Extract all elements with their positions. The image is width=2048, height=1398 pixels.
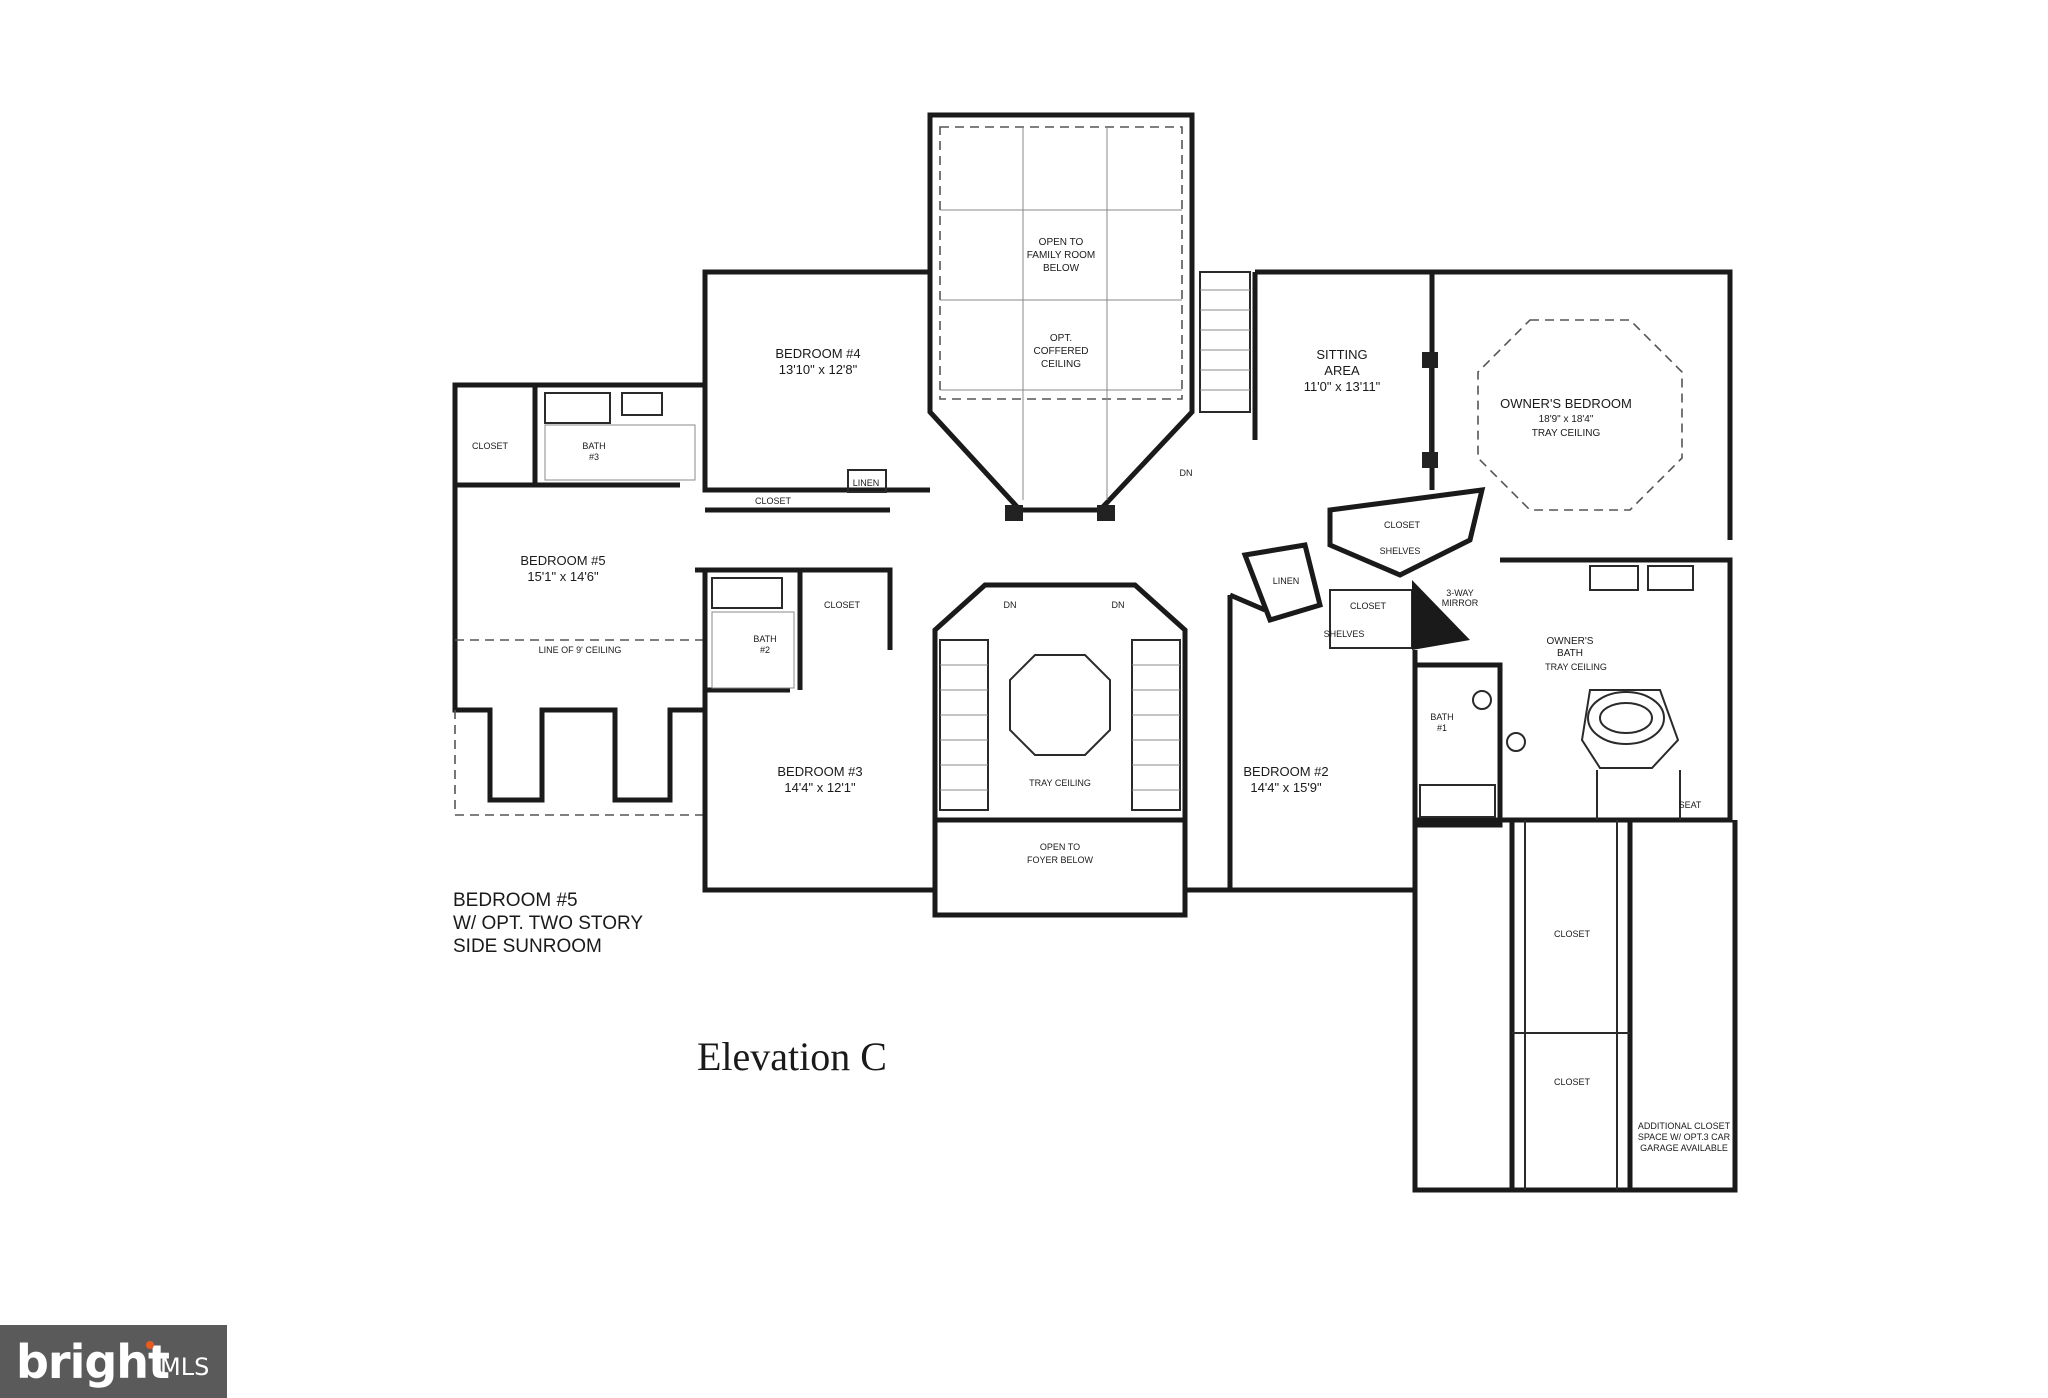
- bedroom-3-dims: 14'4" x 12'1": [784, 780, 856, 795]
- open-foyer-label-1: OPEN TO: [1040, 842, 1080, 852]
- family-room-open-area: OPEN TO FAMILY ROOM BELOW OPT. COFFERED …: [927, 112, 1195, 521]
- sitting-dims: 11'0" x 13'11": [1304, 379, 1381, 394]
- closet-wing-label-2: CLOSET: [1554, 1077, 1591, 1087]
- shelves-b2-label: SHELVES: [1324, 629, 1365, 639]
- linen-label: LINEN: [1273, 576, 1300, 586]
- elevation-title: Elevation C: [697, 1034, 887, 1079]
- owners-bath-label-3: TRAY CEILING: [1545, 662, 1607, 672]
- bright-mls-logo: bright MLS: [0, 1325, 227, 1398]
- note-line-2: W/ OPT. TWO STORY: [453, 913, 643, 934]
- note-line-3: SIDE SUNROOM: [453, 936, 602, 957]
- brand-suffix: MLS: [160, 1353, 210, 1381]
- bath-2-label-1: BATH: [753, 634, 776, 644]
- open-foyer-label-2: FOYER BELOW: [1027, 855, 1094, 865]
- owners-closet-label: CLOSET: [1384, 520, 1421, 530]
- owners-bedroom-name: OWNER'S BEDROOM: [1500, 396, 1632, 411]
- bedroom-4: BEDROOM #4 13'10" x 12'8" CLOSET LINEN: [702, 269, 930, 513]
- bedroom-4-dims: 13'10" x 12'8": [779, 362, 858, 377]
- coffered-label-1: OPT.: [1050, 333, 1072, 344]
- family-room-label-2: FAMILY ROOM: [1027, 250, 1096, 261]
- additional-label-2: SPACE W/ OPT.3 CAR: [1638, 1132, 1731, 1142]
- dn-label-left: DN: [1004, 600, 1017, 610]
- coffered-label-3: CEILING: [1041, 359, 1081, 370]
- family-room-label-1: OPEN TO: [1039, 237, 1084, 248]
- owners-bath-label-2: BATH: [1557, 648, 1583, 659]
- bedroom-5: CLOSET BATH #3 BEDROOM #5 15'1" x 14'6" …: [452, 382, 706, 816]
- bedroom-5-ceiling-line: LINE OF 9' CEILING: [539, 645, 622, 655]
- bedroom-4-closet-label: CLOSET: [755, 496, 792, 506]
- sitting-name-2: AREA: [1324, 363, 1360, 378]
- bath-1-label-2: #1: [1437, 723, 1447, 733]
- foyer: DN DN TRAY CEILING OPEN TO FOYER BELOW: [932, 582, 1188, 918]
- bath-1-label-1: BATH: [1430, 712, 1453, 722]
- coffered-label-2: COFFERED: [1034, 346, 1089, 357]
- bath-2-label-2: #2: [760, 645, 770, 655]
- owners-shelves-label: SHELVES: [1380, 546, 1421, 556]
- bedroom-3-closet-label: CLOSET: [824, 600, 861, 610]
- owners-bedroom-note: TRAY CEILING: [1532, 428, 1601, 439]
- owners-bath-label-1: OWNER'S: [1547, 636, 1594, 647]
- owners-bedroom-dims: 18'9" x 18'4": [1539, 414, 1594, 425]
- tray-ceiling-label: TRAY CEILING: [1029, 778, 1091, 788]
- bedroom-5-dims: 15'1" x 14'6": [527, 569, 599, 584]
- owners-suite: SITTING AREA 11'0" x 13'11" OWNER'S BEDR…: [1252, 269, 1733, 540]
- additional-label-3: GARAGE AVAILABLE: [1640, 1143, 1728, 1153]
- bath-1: BATH #1: [1412, 662, 1526, 828]
- family-room-label-3: BELOW: [1043, 263, 1080, 274]
- closet-wing-label-1: CLOSET: [1554, 929, 1591, 939]
- closet-b2-label: CLOSET: [1350, 601, 1387, 611]
- bedroom-5-name: BEDROOM #5: [520, 553, 605, 568]
- mirror-label-2: MIRROR: [1442, 598, 1479, 608]
- bath-3-label-1: BATH: [582, 441, 605, 451]
- note-line-1: BEDROOM #5: [453, 890, 578, 911]
- additional-label-1: ADDITIONAL CLOSET: [1638, 1121, 1731, 1131]
- brand-wordmark: bright: [16, 1335, 170, 1389]
- brand-accent-dot: [146, 1341, 154, 1349]
- bath-3-label-2: #3: [589, 452, 599, 462]
- bedroom-4-linen-label: LINEN: [853, 478, 880, 488]
- owners-closets: CLOSET SHELVES LINEN CLOSET SHELVES 3-WA…: [1241, 487, 1486, 650]
- bedroom-5-closet-label: CLOSET: [472, 441, 509, 451]
- dn-label-right: DN: [1112, 600, 1125, 610]
- bedroom-2-name: BEDROOM #2: [1243, 764, 1328, 779]
- closet-wing: CLOSET CLOSET ADDITIONAL CLOSET SPACE W/…: [1412, 820, 1738, 1193]
- sitting-name-1: SITTING: [1316, 347, 1367, 362]
- dn-label-rear: DN: [1180, 468, 1193, 478]
- bedroom-2: BEDROOM #2 14'4" x 15'9": [1185, 592, 1418, 893]
- rear-stair: DN: [1180, 271, 1251, 478]
- bedroom-2-dims: 14'4" x 15'9": [1250, 780, 1322, 795]
- bedroom-3-name: BEDROOM #3: [777, 764, 862, 779]
- bedroom-3: CLOSET BATH #2 BEDROOM #3 14'4" x 12'1": [695, 567, 935, 893]
- seat-label: SEAT: [1679, 800, 1702, 810]
- mirror-label-1: 3-WAY: [1446, 588, 1474, 598]
- bedroom-4-name: BEDROOM #4: [775, 346, 860, 361]
